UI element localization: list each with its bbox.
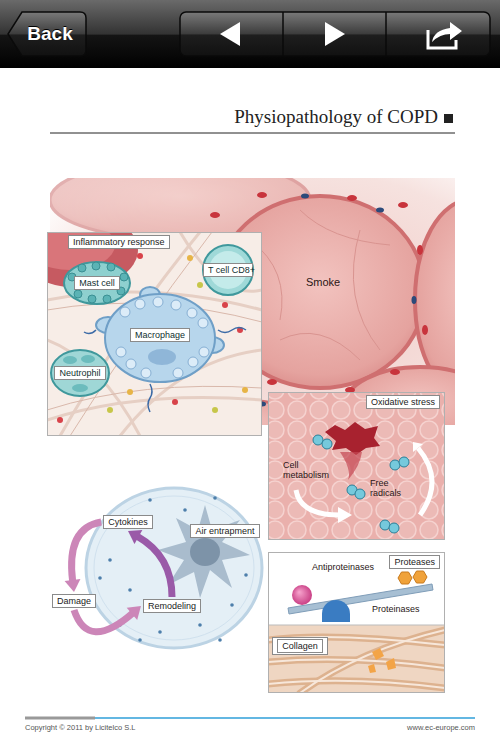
cycle-arrow (74, 606, 141, 632)
annotation-label: Smoke (306, 276, 340, 289)
cell-label: T cell CD8+ (202, 262, 254, 278)
arrow-head (128, 530, 142, 544)
arrow-band (138, 536, 172, 597)
panel-heading: Inflammatory response (68, 235, 170, 249)
node-text: Macrophage (130, 328, 190, 342)
tag-box: Air entrapment (190, 524, 259, 538)
back-button: Back (14, 14, 86, 54)
arrow-head (127, 606, 141, 620)
node-text: Damage (57, 596, 91, 606)
panel-heading: Oxidative stress (366, 395, 440, 409)
node-text: Neutrophil (54, 366, 105, 380)
annotation-label: Proteinases (372, 604, 420, 614)
tag-box: Collagen (272, 637, 328, 655)
panel-heading: Proteases (389, 555, 440, 569)
cycle-arrow (128, 530, 172, 597)
arrow-band (74, 610, 133, 632)
node-text: Air entrapment (195, 526, 254, 536)
node-text: Mast cell (74, 276, 120, 290)
cell-label: Neutrophil (53, 365, 106, 381)
arrow-head (65, 579, 81, 592)
node-text: Remodeling (148, 601, 196, 611)
page-title: Physiopathology of COPD (234, 106, 438, 128)
tag-box: Remodeling (143, 599, 201, 613)
annotation-label: Cell metabolism (283, 460, 335, 481)
panel-box: ProteasesCollagen (268, 552, 445, 693)
panel-box: Inflammatory responseMast cell T cell CD8… (47, 232, 262, 436)
arrow-band (72, 522, 102, 581)
node-text: T cell CD8+ (203, 263, 253, 277)
tag-box: Damage (52, 594, 96, 608)
node-text: Collagen (277, 639, 323, 653)
annotation-label: Antiproteinases (312, 562, 374, 572)
annotation-label: www.ec-europe.com (407, 724, 475, 733)
annotation-label: Copyright © 2011 by Licitelco S.L (25, 724, 135, 733)
node-text: Cytokines (108, 517, 148, 527)
tag-box: Cytokines (103, 515, 153, 529)
node-text: Back (14, 14, 86, 54)
cell-label: Mast cell (73, 275, 121, 291)
cell-label: Macrophage (129, 327, 191, 343)
cycle-arrow (65, 522, 102, 592)
annotation-label: Free radicals (370, 478, 414, 499)
